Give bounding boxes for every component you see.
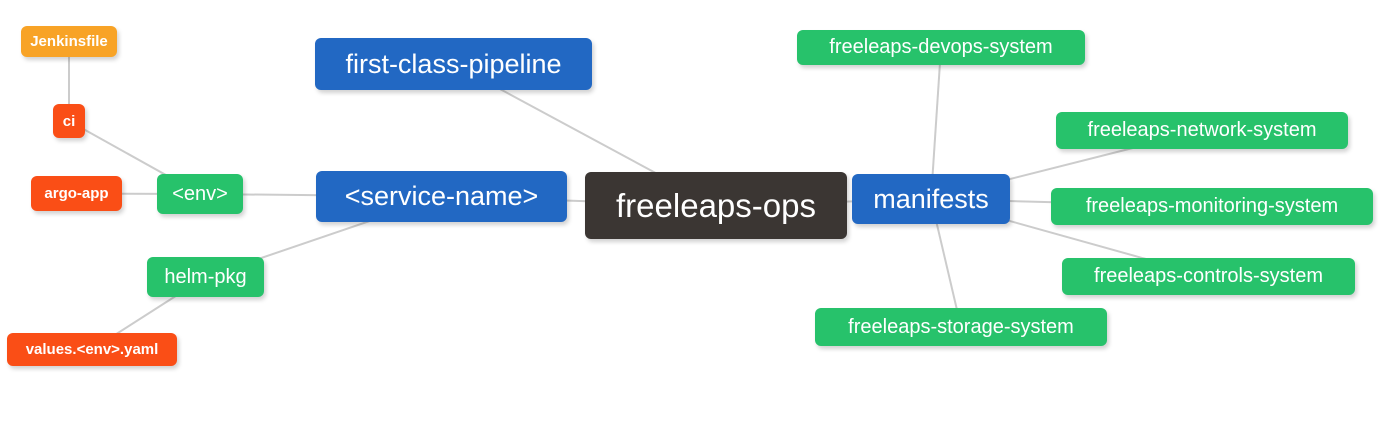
node-label: <env> (172, 182, 228, 205)
node-label: freeleaps-monitoring-system (1085, 195, 1339, 217)
node-first-class-pipeline[interactable]: first-class-pipeline (315, 38, 592, 90)
node-service-name[interactable]: <service-name> (316, 171, 567, 222)
node-label: freeleaps-network-system (1087, 119, 1317, 141)
node-manifests[interactable]: manifests (852, 174, 1010, 224)
node-label: values.<env>.yaml (25, 341, 159, 358)
node-label: freeleaps-ops (616, 186, 816, 224)
node-freeleaps-storage-system[interactable]: freeleaps-storage-system (815, 308, 1107, 346)
node-ci[interactable]: ci (53, 104, 85, 138)
node-label: Jenkinsfile (30, 33, 108, 50)
node-label: manifests (873, 183, 989, 214)
node-freeleaps-network-system[interactable]: freeleaps-network-system (1056, 112, 1348, 149)
node-label: first-class-pipeline (345, 48, 562, 79)
node-freeleaps-controls-system[interactable]: freeleaps-controls-system (1062, 258, 1355, 295)
node-argo-app[interactable]: argo-app (31, 176, 122, 211)
node-helm-pkg[interactable]: helm-pkg (147, 257, 264, 297)
node-freeleaps-ops[interactable]: freeleaps-ops (585, 172, 847, 239)
node-label: helm-pkg (164, 265, 247, 288)
edge-manifests--freeleaps-devops-system (930, 47, 942, 200)
node-freeleaps-devops-system[interactable]: freeleaps-devops-system (797, 30, 1085, 65)
node-jenkinsfile[interactable]: Jenkinsfile (21, 26, 117, 57)
node-freeleaps-monitoring-system[interactable]: freeleaps-monitoring-system (1051, 188, 1373, 225)
node-label: <service-name> (344, 181, 539, 211)
node-values-env-yaml[interactable]: values.<env>.yaml (7, 333, 177, 366)
node-label: ci (62, 112, 76, 130)
node-label: freeleaps-storage-system (848, 315, 1074, 338)
node-label: freeleaps-controls-system (1094, 265, 1323, 287)
node-label: freeleaps-devops-system (829, 36, 1053, 58)
node-env[interactable]: <env> (157, 174, 243, 214)
node-label: argo-app (44, 185, 109, 202)
